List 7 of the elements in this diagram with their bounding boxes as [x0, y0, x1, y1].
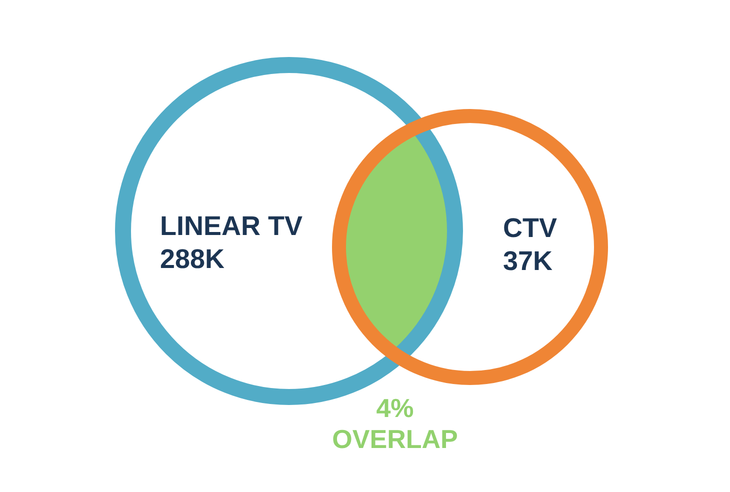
set-name: CTV [503, 212, 557, 245]
venn-circle [332, 109, 608, 385]
set-count: 288K [160, 243, 225, 276]
set-name: LINEAR TV [160, 210, 303, 243]
overlap-region [346, 135, 448, 348]
set-count: 37K [503, 245, 553, 278]
overlap-label: 4% OVERLAP [332, 393, 458, 455]
